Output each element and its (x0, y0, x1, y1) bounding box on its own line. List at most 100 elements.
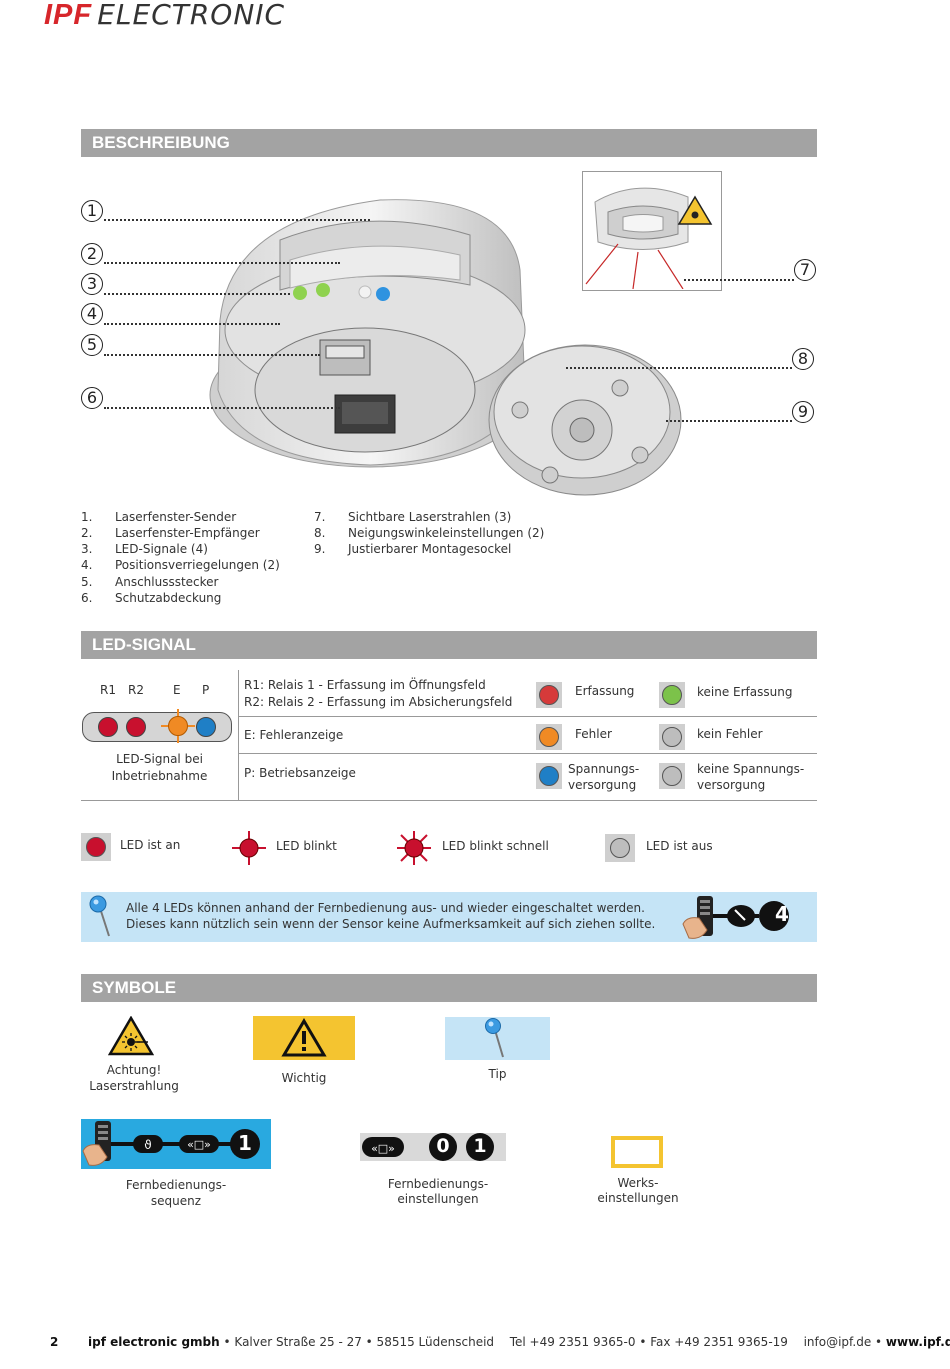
led-label-p: P (202, 683, 210, 697)
callout-4: 4 (81, 303, 103, 325)
leader-line-1 (104, 219, 370, 221)
section-title-symbole: SYMBOLE (81, 974, 817, 1002)
leader-line-6 (104, 407, 340, 409)
leader-line-9 (666, 420, 792, 422)
remote-set-label2: einstellungen (397, 1192, 479, 1206)
list-item: 2.Laserfenster-Empfänger (81, 526, 260, 540)
callout-2: 2 (81, 243, 103, 265)
led-gray (662, 727, 682, 747)
tip-box: Alle 4 LEDs können anhand der Fernbedien… (81, 892, 817, 942)
footer-company: ipf electronic gmbh (88, 1335, 220, 1349)
row3-off-label1: keine Spannungs- (697, 762, 805, 776)
werks-label2: einstellungen (597, 1191, 679, 1205)
led-on-icon (86, 837, 106, 857)
led-box (659, 763, 685, 789)
leader-line-4 (104, 323, 280, 325)
section-title-beschreibung: BESCHREIBUNG (81, 129, 817, 157)
werks-label1: Werks- (617, 1176, 659, 1190)
tip-line2: Dieses kann nützlich sein wenn der Senso… (126, 917, 656, 931)
led-box (536, 724, 562, 750)
logo-ipf: IPF (44, 0, 93, 31)
list-item: 3.LED-Signale (4) (81, 542, 208, 556)
footer-email[interactable]: info@ipf.de • (803, 1335, 886, 1349)
led-label-e: E (173, 683, 181, 697)
laser-inset-illustration (585, 187, 713, 290)
remote-seq-label1: Fernbedienungs- (125, 1178, 227, 1192)
remote-settings-icon: «□» (362, 1133, 494, 1161)
svg-text:«□»: «□» (371, 1142, 395, 1155)
tip-symbol-box (445, 1017, 550, 1060)
wichtig-label: Wichtig (281, 1071, 327, 1085)
led-box (659, 682, 685, 708)
leader-line-5 (104, 354, 320, 356)
tip-label: Tip (488, 1067, 507, 1081)
list-item: 6.Schutzabdeckung (81, 591, 222, 605)
row3-on-label1: Spannungs- (568, 762, 640, 776)
logo: IPF ELECTRONIC (44, 0, 285, 32)
laser-warning-icon (108, 1016, 154, 1056)
led-box (536, 763, 562, 789)
led-orange (539, 727, 559, 747)
leader-line-8 (566, 367, 792, 369)
led-label-r1: R1 (100, 683, 116, 697)
led-e-blink-icon (161, 709, 195, 743)
callout-8: 8 (792, 348, 814, 370)
led-caption-line1: LED-Signal bei (116, 752, 203, 766)
row2-desc1: E: Fehleranzeige (244, 728, 344, 742)
led-caption-line2: Inbetriebnahme (111, 769, 208, 783)
footer-address: • Kalver Straße 25 - 27 • 58515 Lüdensch… (219, 1335, 495, 1349)
led-blink-icon (232, 831, 266, 865)
footer-tel: Tel +49 2351 9365-0 • Fax +49 2351 9365-… (509, 1335, 788, 1349)
remote-control-icon (682, 896, 789, 939)
leader-line-7 (684, 279, 794, 281)
list-item: 9.Justierbarer Montagesockel (314, 542, 512, 556)
svg-text:ϑ: ϑ (144, 1138, 151, 1152)
table-divider-vertical (238, 670, 239, 800)
row1-desc1: R1: Relais 1 - Erfassung im Öffnungsfeld (244, 678, 486, 692)
row3-on-label2: versorgung (568, 778, 637, 792)
warning-icon (281, 1018, 327, 1057)
callout-9: 9 (792, 401, 814, 423)
sensor-illustration (209, 199, 682, 496)
logo-electronic: ELECTRONIC (97, 0, 286, 31)
remote-sequence-box: ϑ «□» 1 (81, 1119, 271, 1169)
remote-seq-label2: sequenz (150, 1194, 202, 1208)
callout-3: 3 (81, 273, 103, 295)
led-strip (82, 709, 232, 743)
led-blink-fast-icon (397, 831, 431, 865)
led-green (662, 685, 682, 705)
tip-line1: Alle 4 LEDs können anhand der Fernbedien… (126, 901, 645, 915)
led-off-icon (610, 838, 630, 858)
svg-text:«□»: «□» (187, 1138, 211, 1151)
callout-6: 6 (81, 387, 103, 409)
legend-off-label: LED ist aus (646, 839, 713, 853)
led-red (539, 685, 559, 705)
led-gray (662, 766, 682, 786)
led-box (536, 682, 562, 708)
row2-off-label: kein Fehler (697, 727, 763, 741)
callout-5: 5 (81, 334, 103, 356)
led-p (196, 717, 216, 737)
list-item: 4.Positionsverriegelungen (2) (81, 558, 280, 572)
footer: 2 ipf electronic gmbh • Kalver Straße 25… (50, 1335, 950, 1349)
leader-line-3 (104, 293, 290, 295)
remote-seq-number: 1 (238, 1131, 252, 1155)
remote-set-num2: 1 (473, 1135, 487, 1157)
remote-sequence-icon: ϑ «□» (82, 1121, 260, 1166)
wichtig-box (253, 1016, 355, 1060)
led-label-r2: R2 (128, 683, 144, 697)
list-item: 1.Laserfenster-Sender (81, 510, 237, 524)
leader-line-2 (104, 262, 340, 264)
footer-web[interactable]: www.ipf.de (885, 1335, 950, 1349)
table-divider (238, 716, 817, 717)
table-bottom-line (81, 800, 817, 801)
legend-led-on (81, 833, 111, 861)
row3-off-label2: versorgung (697, 778, 766, 792)
row3-desc1: P: Betriebsanzeige (244, 766, 356, 780)
led-r2 (126, 717, 146, 737)
table-divider (238, 753, 817, 754)
laser-label1: Achtung! (106, 1063, 162, 1077)
led-blue (539, 766, 559, 786)
remote-set-num1: 0 (436, 1135, 450, 1157)
pushpin-icon (89, 895, 110, 937)
